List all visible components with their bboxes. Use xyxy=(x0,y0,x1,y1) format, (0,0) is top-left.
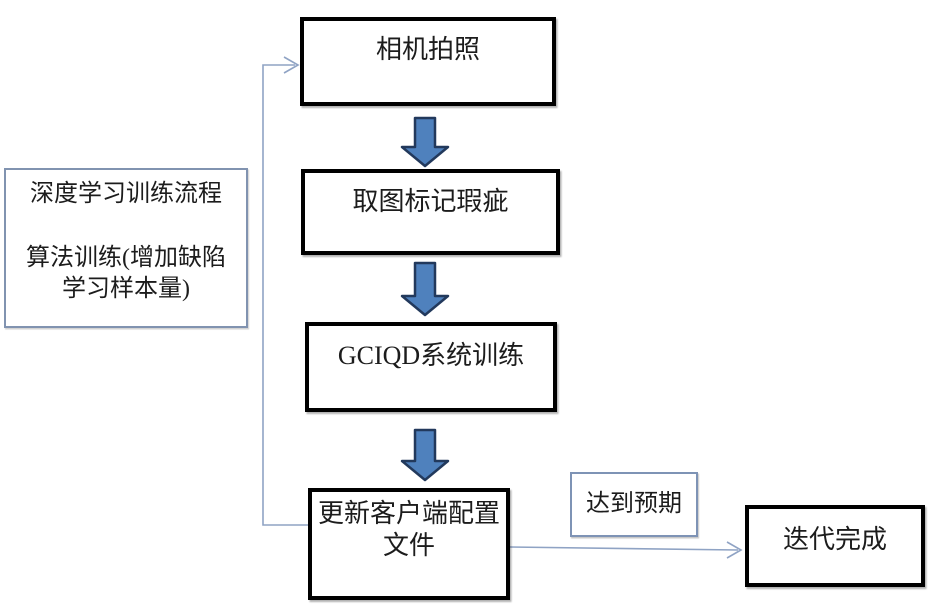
side-note-line1: 深度学习训练流程 xyxy=(30,181,222,207)
branch-arrowhead-icon xyxy=(726,541,743,559)
node-update-config-line2: 文件 xyxy=(382,531,435,560)
down-block-arrow-2 xyxy=(400,261,450,317)
feedback-connector-line xyxy=(262,64,308,526)
node-update-config-line1: 更新客户端配置 xyxy=(317,499,500,528)
side-note-line2: 算法训练(增加缺陷 xyxy=(26,245,226,271)
node-iteration-done-label: 迭代完成 xyxy=(782,525,887,554)
down-block-arrow-3 xyxy=(400,428,450,482)
node-iteration-done: 迭代完成 xyxy=(745,505,925,587)
node-side-note: 深度学习训练流程 算法训练(增加缺陷 学习样本量) xyxy=(4,168,248,328)
edge-label-expectation-text: 达到预期 xyxy=(586,491,682,517)
edge-label-expectation: 达到预期 xyxy=(570,472,698,537)
side-note-line3: 学习样本量) xyxy=(62,276,190,302)
node-mark-defects: 取图标记瑕疵 xyxy=(301,169,560,255)
feedback-arrowhead-icon xyxy=(283,56,300,74)
node-camera-label: 相机拍照 xyxy=(375,35,480,64)
node-update-config: 更新客户端配置 文件 xyxy=(308,488,510,600)
node-mark-defects-label: 取图标记瑕疵 xyxy=(352,187,509,216)
down-block-arrow-1 xyxy=(400,116,450,168)
node-gciqd-training: GCIQD系统训练 xyxy=(305,322,557,412)
node-gciqd-training-label: GCIQD系统训练 xyxy=(337,341,525,370)
node-camera: 相机拍照 xyxy=(300,17,556,106)
branch-connector-line xyxy=(509,546,739,551)
